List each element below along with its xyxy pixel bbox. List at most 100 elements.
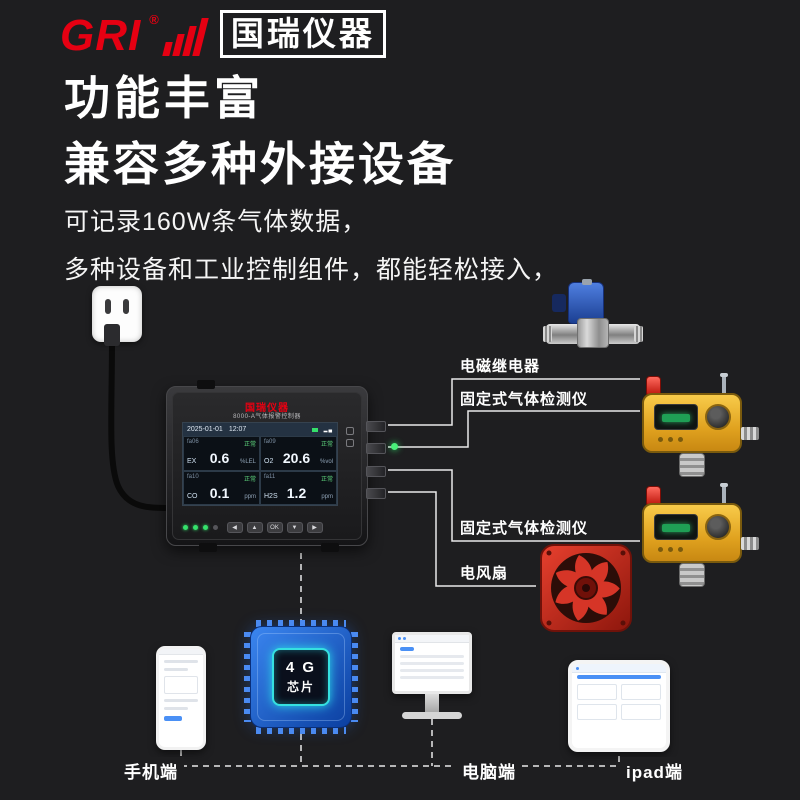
channel-status: 正常 [320,476,333,483]
gas-value: 0.6 [209,450,230,466]
label-ipad: ipad端 [620,757,689,784]
headline-secondary: 兼容多种外接设备 [64,138,456,190]
tablet-ui-grid [577,684,661,720]
gas-name: O2 [264,458,274,465]
gas-value: 1.2 [286,484,307,501]
chip-core: 4 G 芯片 [272,648,330,706]
channel-id: fa06 [187,439,199,445]
label-detector-2: 固定式气体检测仪 [460,520,589,537]
port-indicator [346,439,354,447]
key-left: ◀ [226,522,243,533]
detector-buzzer [705,404,731,430]
key-up: ▲ [246,522,263,533]
chip-body: 4 G 芯片 [250,626,352,728]
socket-slot [123,299,129,314]
brand-bars-icon [162,17,209,56]
cable-gland [366,421,386,432]
fixed-gas-detector-1 [642,373,759,480]
gas-value: 20.6 [282,450,311,466]
detector-buttons [658,547,683,552]
socket-slot [105,299,111,314]
lead-detector-1 [388,410,640,448]
gas-unit: %vol [319,459,333,465]
cable-gland [366,443,386,454]
led-indicator [203,525,208,530]
intro-line-2: 多种设备和工业控制组件，都能轻松接入， [64,256,559,284]
chip-pins [256,727,346,734]
detector-screen [654,404,698,430]
gas-alarm-controller: 国瑞仪器 8000-A气体报警控制器 2025-01-01 12:07 ▂▄ f… [166,380,398,552]
monitor-ui-row [400,676,464,679]
wall-socket [92,286,142,346]
gas-unit: ppm [244,493,256,500]
screen-time: 12:07 [228,426,247,433]
battery-icon [311,427,318,432]
chip-pins [351,632,358,722]
gas-name: H2S [264,492,278,500]
channel-status: 正常 [243,476,256,483]
led-indicator [193,525,198,530]
channel-status: 正常 [320,442,333,448]
brand-name-cn: 国瑞仪器 [219,10,386,58]
mounting-tab [199,543,217,552]
phone-ui-line [164,668,189,671]
controller-keypad: ◀ ▲ OK ▼ ▶ [226,522,323,533]
monitor-toolbar [395,635,469,643]
antenna [720,373,728,394]
key-ok: OK [266,522,283,533]
label-relay: 电磁继电器 [460,358,541,375]
chip-pins [244,632,251,722]
monitor-ui-row [400,662,464,665]
detector-body [642,503,742,563]
4g-chip: 4 G 芯片 [244,620,358,734]
antenna [720,483,728,504]
fan-graphic [540,544,632,632]
intro-line-1: 可记录160W条气体数据， [64,208,368,236]
valve-junction-box [552,294,566,312]
phone-ui-button [164,716,182,721]
power-cable [108,337,173,511]
tablet-ui-bar [577,675,661,679]
phone-ui-line [164,660,198,663]
power-led [391,443,398,450]
sensor-cylinder [679,453,705,477]
electric-fan-device [540,544,632,634]
fixed-gas-detector-2 [642,483,759,590]
screen-date: 2025-01-01 [187,426,223,433]
monitor-base [402,712,462,719]
led-indicator [213,525,218,530]
conduit-fitting [741,537,759,550]
controller-model: 8000-A气体报警控制器 [233,414,301,420]
channel-id: fa11 [264,473,276,480]
tablet-toolbar [572,664,666,673]
detector-buzzer [705,514,731,540]
phone-ui-line [164,707,189,710]
monitor-ui-row [400,669,464,672]
phone-ui-line [164,699,198,702]
detector-screen [654,514,698,540]
registered-mark: ® [149,12,159,27]
conduit-fitting [741,427,759,440]
port-indicator [346,427,354,435]
channel-id: fa10 [187,473,199,480]
cable-gland [366,466,386,477]
phone-mockup [156,646,206,750]
chip-traces [257,633,345,721]
detector-buttons [658,437,683,442]
detector-readout [662,414,690,422]
mounting-tab [197,380,215,389]
cable-gland [366,488,386,499]
controller-front-panel: 国瑞仪器 8000-A气体报警控制器 2025-01-01 12:07 ▂▄ f… [172,392,362,540]
signal-icon: ▂▄ [323,426,333,433]
status-leds [183,525,218,530]
valve-nut [577,318,609,348]
power-plug [104,324,120,346]
brand-gri-text: GRI [60,10,142,60]
label-fan: 电风扇 [460,565,509,582]
